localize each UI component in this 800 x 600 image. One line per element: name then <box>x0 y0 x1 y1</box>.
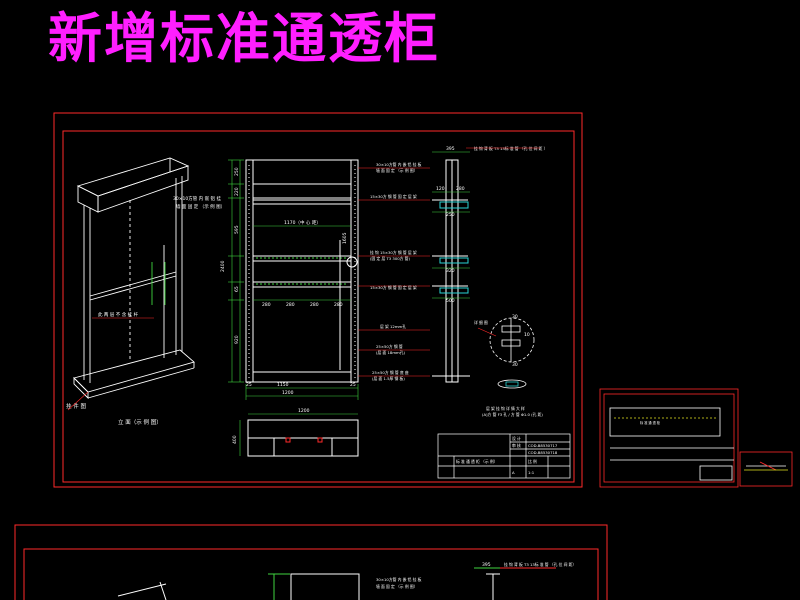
hooks-label: 挂 件 图 <box>66 402 86 410</box>
side-dim-5: 320 <box>446 268 455 274</box>
sheet2-dim-1: 395 <box>482 562 491 568</box>
sheet2-note-2: 墙 面 固 定 （示 例 图） <box>376 584 417 589</box>
callout-4: 挂 钩 15×30方 钢 管 层 架 <box>370 250 417 255</box>
tb-sheet: A <box>512 470 515 475</box>
dim-shelf-1: 280 <box>262 302 271 308</box>
dim-v3: 595 <box>234 225 240 234</box>
dim-left-margin: 25 <box>246 382 252 388</box>
detail-note-1: 详 细 图 <box>474 320 488 325</box>
dim-shelf-2: 280 <box>286 302 295 308</box>
callout-leaders <box>358 167 430 377</box>
callout-10: 25×50方 钢 管 底 座 <box>372 370 409 375</box>
tb-code-2: COD-B8530718 <box>528 450 558 455</box>
sheet2-frame <box>14 524 608 600</box>
sheet2-note-3: 挂 钩 背 板 T3 13标 准 管 （孔 位 间 距） <box>504 562 576 567</box>
mini-sheet-note: 标 准 通 透 柜 <box>640 420 661 425</box>
front-view <box>245 159 359 383</box>
perspective-caption: 立 面（示 例 图） <box>118 418 162 426</box>
title-block <box>437 433 571 479</box>
perspective-note-3: 此 两 层 不 含 挂 杆 <box>98 311 139 318</box>
tb-design: 设 计 <box>512 436 521 441</box>
detail-view <box>477 317 535 389</box>
dim-v1: 250 <box>234 167 240 176</box>
callout-1: 30×10方管 内 嵌 铝 挂 板 <box>376 162 422 167</box>
dim-overall-width: 1200 <box>282 390 294 396</box>
detail-dim-3: 30 <box>512 362 518 368</box>
dim-shelf-4: 280 <box>334 302 343 308</box>
callout-5: (固 定 层 T3 300方 管) <box>370 256 410 261</box>
perspective-note-1: 30×10方管 内 嵌 铝 挂 <box>173 195 221 202</box>
side-view <box>432 159 470 383</box>
perspective-view <box>73 157 195 400</box>
side-dim-1: 395 <box>446 146 455 152</box>
dim-v2: 220 <box>234 187 240 196</box>
plan-view <box>239 413 359 457</box>
dim-center-width: 1170（中 心 距） <box>284 219 321 226</box>
detail-note-2: 层 架 挂 钩 详 情 大 样 <box>486 406 525 411</box>
dim-v6: 920 <box>234 335 240 344</box>
sheet1-frame <box>53 112 583 488</box>
dim-right-margin: 25 <box>350 382 356 388</box>
tb-scale-label: 比 例 <box>528 459 537 464</box>
side-dim-2: 120 <box>436 186 445 192</box>
plan-dim-depth: 400 <box>232 435 238 444</box>
front-view-dims <box>228 159 359 400</box>
callout-6: 15×30方 钢 管 固 定 层 架 <box>370 285 417 290</box>
dim-v5: 65 <box>234 286 240 292</box>
callout-3: 15×30方 钢 管 固 定 层 架 <box>370 194 417 199</box>
dim-rod-height: 1605 <box>342 232 348 244</box>
side-view-dims <box>432 151 470 299</box>
plan-dim-width: 1200 <box>298 408 310 414</box>
detail-dim-1: 30 <box>512 314 518 320</box>
callout-9: (层 面 18mm孔) <box>376 350 406 355</box>
dim-total-height: 2400 <box>220 260 226 272</box>
side-callout: 挂 钩 背 板 T3 13标 准 管 （孔 位 间 距 ） <box>474 146 547 151</box>
tb-review: 审 核 <box>512 443 521 448</box>
callout-8: 25×50方 钢 管 <box>376 344 403 349</box>
dim-inner-width: 1150 <box>277 382 289 388</box>
callout-2: 墙 面 固 定 （示 例 图） <box>376 168 417 173</box>
tb-name: 标 准 通 透 柜 （示 例） <box>456 459 497 464</box>
detail-dim-2: 10 <box>524 332 530 338</box>
side-dim-4: 250 <box>446 212 455 218</box>
side-dim-6: 500 <box>446 298 455 304</box>
dim-shelf-3: 280 <box>310 302 319 308</box>
callout-7: 层 架 12mm孔 <box>380 324 406 329</box>
detail-note-3: (A)方 管 F3 孔 / 方 管 Φ1.0 (孔 距) <box>482 412 543 417</box>
sheet2-note-1: 30×10方管 内 嵌 铝 挂 板 <box>376 577 422 582</box>
perspective-note-2: 墙 面 固 定 （示 例 图） <box>176 203 225 210</box>
tb-code-1: COD-B8530717 <box>528 443 558 448</box>
tb-scale: 1:1 <box>528 470 535 475</box>
callout-11: (层 面 1.5厚 钢 板) <box>372 376 405 381</box>
mini-sheet <box>599 388 793 488</box>
page-title: 新增标准通透柜 <box>48 7 440 70</box>
side-dim-3: 280 <box>456 186 465 192</box>
